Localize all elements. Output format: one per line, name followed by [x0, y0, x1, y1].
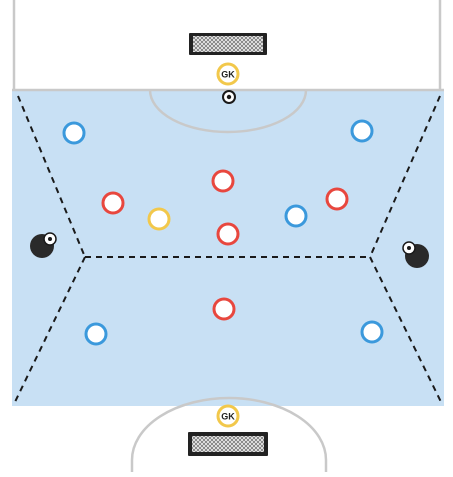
bottom-goalkeeper: GK	[218, 406, 238, 426]
player-blue-marker-icon	[352, 121, 372, 141]
player-yellow-marker-icon	[149, 209, 169, 229]
player-blue-marker-icon	[86, 324, 106, 344]
player-red-marker-icon	[213, 171, 233, 191]
gk-bottom-label: GK	[221, 412, 235, 422]
bottom-goal-net-icon	[188, 432, 268, 456]
gk-top-label: GK	[221, 70, 235, 80]
player-red-marker-icon	[327, 189, 347, 209]
player-red-marker-icon	[218, 224, 238, 244]
player-red-marker-icon	[103, 193, 123, 213]
player-red-marker-icon	[214, 299, 234, 319]
player-blue-marker-icon	[64, 123, 84, 143]
player-blue-marker-icon	[286, 206, 306, 226]
top-ball-icon	[223, 91, 235, 103]
player-blue-marker-icon	[362, 322, 382, 342]
top-goal-net-icon	[189, 33, 267, 55]
